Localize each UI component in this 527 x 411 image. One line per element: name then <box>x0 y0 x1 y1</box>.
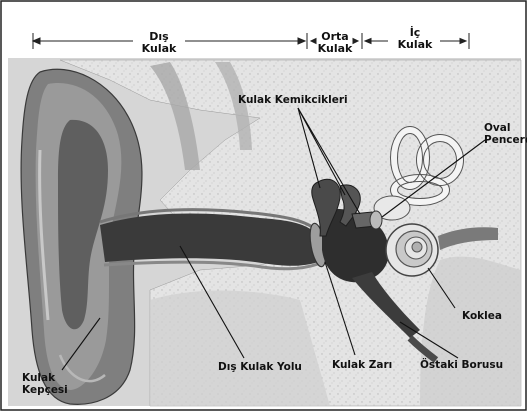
label-cochlea: Koklea <box>462 310 502 322</box>
inner-ear-header: İç Kulak <box>390 27 440 51</box>
label-oval-window: Oval Pencere <box>484 122 527 146</box>
outer-ear-header-line2: Kulak <box>134 43 184 55</box>
inner-ear-header-line2: Kulak <box>390 39 440 51</box>
label-ear-canal: Dış Kulak Yolu <box>218 361 302 373</box>
label-eardrum: Kulak Zarı <box>332 359 392 371</box>
label-auricle: Kulak Kepçesi <box>22 372 68 396</box>
label-ossicles: Kulak Kemikcikleri <box>238 94 348 106</box>
outer-ear-header: Dış Kulak <box>134 31 184 55</box>
middle-ear-header-line2: Kulak <box>313 43 357 55</box>
oval-window <box>370 211 382 229</box>
external-ear-canal <box>100 214 318 266</box>
cochlea <box>386 224 438 276</box>
label-auricle-line2: Kepçesi <box>22 384 68 396</box>
label-auricle-line1: Kulak <box>22 372 68 384</box>
label-oval-window-line2: Pencere <box>484 134 527 146</box>
middle-ear-header: Orta Kulak <box>313 31 357 55</box>
label-oval-window-line1: Oval <box>484 122 527 134</box>
label-eustachian-tube: Östaki Borusu <box>420 359 503 371</box>
